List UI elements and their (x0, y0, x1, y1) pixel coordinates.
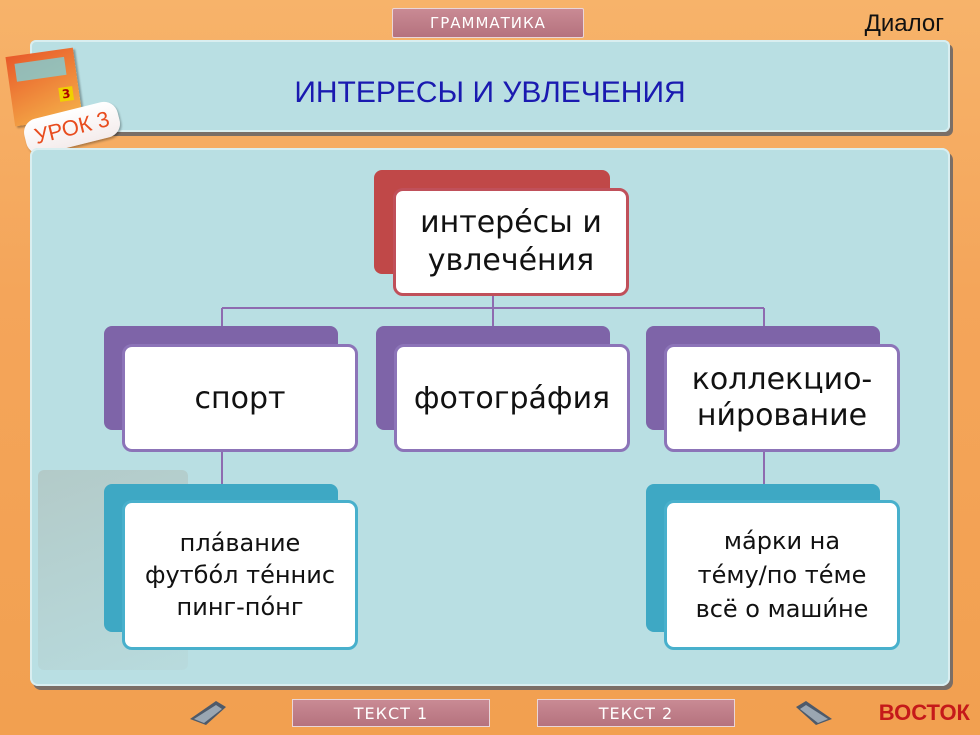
title-panel (30, 40, 950, 132)
sport-node-label: спорт (194, 380, 286, 416)
text2-button[interactable]: ТЕКСТ 2 (537, 699, 735, 727)
sport-node: спорт (122, 344, 358, 452)
photography-node-label: фотогра́фия (413, 380, 611, 416)
brand-logo: ВОСТОК (878, 700, 970, 725)
sport-leaf-item: футбо́л те́ннис (144, 561, 336, 589)
root-node-line1: интере́сы и (420, 205, 602, 240)
collecting-node-line1: коллекцио- (691, 362, 873, 397)
grammar-tab[interactable]: ГРАММАТИКА (392, 8, 584, 38)
page-title: ИНТЕРЕСЫ И УВЛЕЧЕНИЯ (294, 76, 686, 109)
back-arrow-icon[interactable] (186, 697, 230, 727)
sport-leaf-item: пла́вание (179, 529, 301, 557)
photography-node: фотогра́фия (394, 344, 630, 452)
sport-leaf: пла́вание футбо́л те́ннис пинг-по́нг (122, 500, 358, 650)
text1-button[interactable]: ТЕКСТ 1 (292, 699, 490, 727)
sport-leaf-item: пинг-по́нг (176, 593, 304, 621)
collecting-leaf-item: те́му/по те́ме (697, 561, 867, 589)
collecting-leaf-item: ма́рки на (723, 527, 841, 555)
dialog-link[interactable]: Диалог (864, 10, 944, 37)
root-node: интере́сы и увлече́ния (393, 188, 629, 296)
collecting-leaf-item: всё о маши́не (695, 595, 869, 623)
collecting-node-line2: ни́рование (696, 398, 868, 433)
collecting-leaf: ма́рки на те́му/по те́ме всё о маши́не (664, 500, 900, 650)
root-node-line2: увлече́ния (427, 243, 595, 278)
forward-arrow-icon[interactable] (792, 697, 836, 727)
collecting-node: коллекцио- ни́рование (664, 344, 900, 452)
